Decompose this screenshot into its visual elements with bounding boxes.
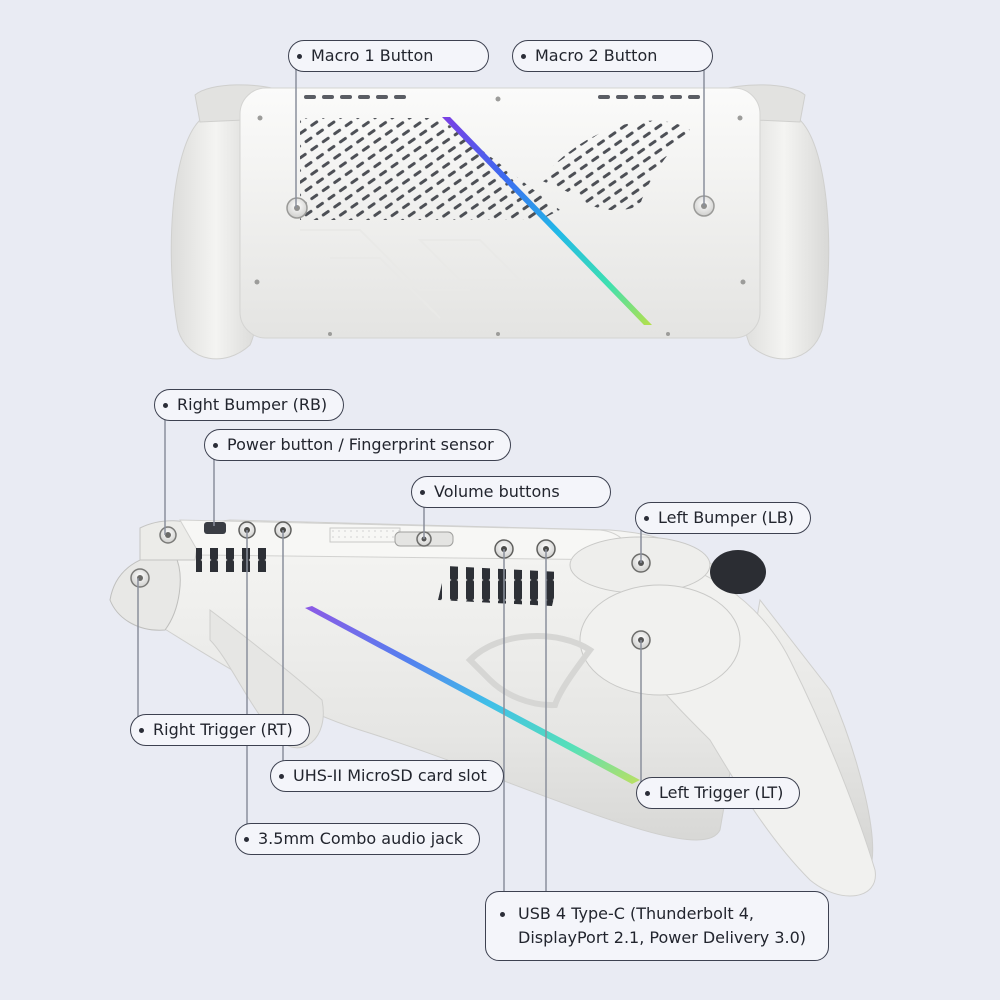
- right-trigger-shape: [109, 554, 181, 631]
- top-vents: [304, 95, 700, 99]
- fine-vent: [329, 527, 401, 543]
- leader-lines: [137, 56, 705, 908]
- right-trigger-label: Right Trigger (RT): [130, 714, 310, 746]
- usb-c-label-line-1: USB 4 Type-C (Thunderbolt 4,: [518, 904, 755, 923]
- embossed-pattern: [300, 229, 523, 319]
- joystick: [710, 550, 766, 594]
- left-vent-slots: [196, 548, 268, 572]
- vent-grille: [300, 118, 560, 220]
- audio-jack-label: 3.5mm Combo audio jack: [235, 823, 481, 855]
- power-button-label: Power button / Fingerprint sensor: [204, 429, 511, 461]
- usb-c-label-line-2: DisplayPort 2.1, Power Delivery 3.0): [518, 928, 807, 947]
- device-back-view: [170, 84, 830, 360]
- right-grip-lower: [209, 608, 324, 749]
- device-top-edge-view: [109, 519, 876, 897]
- left-trigger-label: Left Trigger (LT): [636, 777, 801, 809]
- volume-buttons-label: Volume buttons: [411, 476, 611, 508]
- center-vent-slots: [438, 566, 560, 606]
- rgb-light-strip-lower: [305, 606, 640, 784]
- screws: [254, 96, 746, 336]
- power-button: [204, 522, 226, 534]
- right-bumper-label: Right Bumper (RB): [154, 389, 345, 421]
- left-bumper-label: Left Bumper (LB): [635, 502, 811, 534]
- rgb-light-strip: [442, 117, 652, 325]
- rog-logo-lower: [465, 633, 595, 709]
- macro-1-button-label: Macro 1 Button: [288, 40, 489, 72]
- microsd-slot-label: UHS-II MicroSD card slot: [270, 760, 504, 792]
- rog-logo-vent: [540, 120, 690, 211]
- macro-2-button-label: Macro 2 Button: [512, 40, 713, 72]
- usb-c-label: USB 4 Type-C (Thunderbolt 4, DisplayPort…: [485, 891, 829, 961]
- left-trigger-shape: [579, 584, 741, 696]
